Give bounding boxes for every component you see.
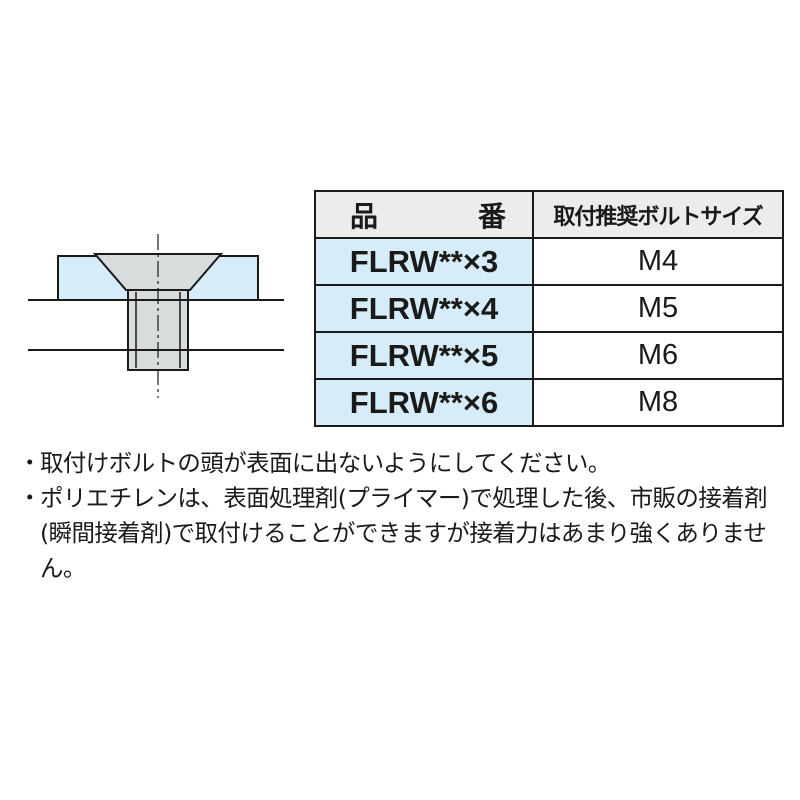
- usage-notes: ・ 取付けボルトの頭が表面に出ないようにしてください。 ・ ポリエチレンは、表面…: [18, 446, 788, 586]
- table-header-row: 品 番 取付推奨ボルトサイズ: [314, 190, 784, 239]
- bolt-size-cell: M8: [532, 378, 784, 427]
- note-bullet: ・: [18, 449, 42, 477]
- part-number-cell: FLRW**×5: [314, 331, 534, 380]
- header-part-char-2: 番: [477, 199, 506, 233]
- part-number-cell: FLRW**×4: [314, 284, 534, 333]
- bolt-size-table: 品 番 取付推奨ボルトサイズ FLRW**×3 M4 FLRW**×4 M5 F…: [314, 190, 784, 427]
- header-part-number: 品 番: [314, 190, 534, 239]
- table-row: FLRW**×4 M5: [314, 284, 784, 333]
- note-text: ポリエチレンは、表面処理剤(プライマー)で処理した後、市販の接着剤(瞬間接着剤)…: [40, 484, 768, 582]
- bolt-size-cell: M5: [532, 284, 784, 333]
- header-part-char-1: 品: [350, 199, 379, 233]
- note-item: ・ 取付けボルトの頭が表面に出ないようにしてください。: [18, 446, 788, 481]
- part-number-cell: FLRW**×6: [314, 378, 534, 427]
- table-row: FLRW**×3 M4: [314, 237, 784, 286]
- table-row: FLRW**×6 M8: [314, 378, 784, 427]
- bolt-size-cell: M4: [532, 237, 784, 286]
- header-recommended-bolt-size: 取付推奨ボルトサイズ: [532, 190, 784, 239]
- part-number-cell: FLRW**×3: [314, 237, 534, 286]
- note-text: 取付けボルトの頭が表面に出ないようにしてください。: [40, 449, 611, 477]
- bolt-size-cell: M6: [532, 331, 784, 380]
- note-item: ・ ポリエチレンは、表面処理剤(プライマー)で処理した後、市販の接着剤(瞬間接着…: [18, 481, 788, 586]
- note-bullet: ・: [18, 484, 42, 512]
- table-row: FLRW**×5 M6: [314, 331, 784, 380]
